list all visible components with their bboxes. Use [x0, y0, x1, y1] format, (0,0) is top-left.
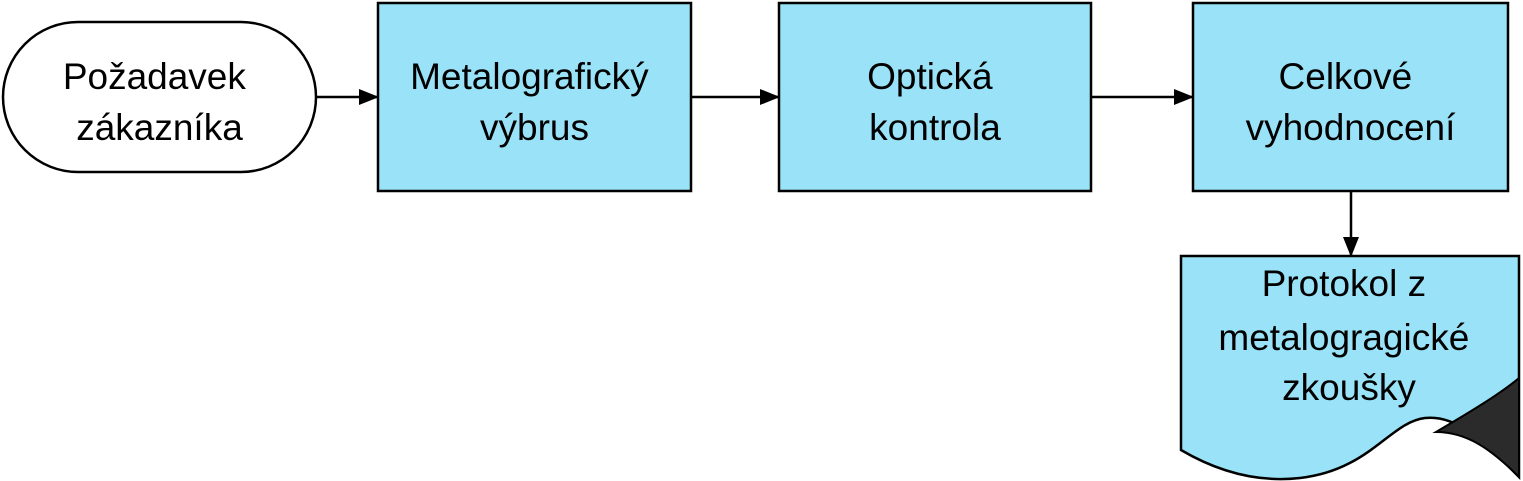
node-report-line-2: metalogragické: [1218, 317, 1469, 358]
connectors: [316, 89, 1359, 257]
node-optical-line-2: kontrola: [869, 107, 1001, 148]
node-sample-line-1: Metalografický: [410, 56, 649, 97]
process-shape: [1191, 1, 1510, 193]
node-report: Protokol z metalogragické zkoušky: [1179, 254, 1521, 481]
node-optical: Optická kontrola: [777, 1, 1093, 193]
process-shape: [777, 1, 1093, 193]
node-report-label: Protokol z metalogragické zkoušky: [1218, 263, 1479, 408]
node-sample-label: Metalografický výbrus: [410, 56, 659, 148]
node-report-line-1: Protokol z: [1262, 263, 1427, 304]
node-optical-label: Optická kontrola: [867, 56, 1003, 148]
node-start-line-2: zákazníka: [76, 107, 243, 148]
node-sample: Metalografický výbrus: [376, 1, 693, 193]
node-start: Požadavek zákazníka: [1, 20, 318, 174]
node-evaluation-label: Celkové vyhodnocení: [1246, 56, 1457, 148]
node-start-label: Požadavek zákazníka: [63, 56, 256, 148]
terminal-shape: [1, 20, 318, 174]
node-optical-line-1: Optická: [867, 56, 993, 97]
node-start-line-1: Požadavek: [63, 56, 247, 97]
page-curl-icon: [1432, 375, 1520, 480]
node-evaluation-line-2: vyhodnocení: [1246, 107, 1457, 148]
node-sample-line-2: výbrus: [480, 107, 589, 148]
process-shape: [376, 1, 693, 193]
node-evaluation-line-1: Celkové: [1279, 56, 1413, 97]
node-evaluation: Celkové vyhodnocení: [1191, 1, 1510, 193]
node-report-line-3: zkoušky: [1282, 367, 1416, 408]
